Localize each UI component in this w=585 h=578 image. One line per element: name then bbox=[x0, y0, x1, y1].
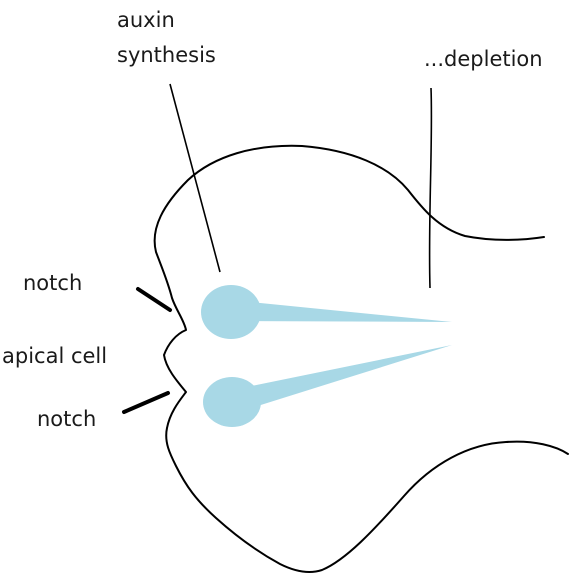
auxin-tail-lower bbox=[232, 345, 452, 414]
label-notch-bottom: notch bbox=[37, 405, 96, 433]
label-notch-top: notch bbox=[23, 269, 82, 297]
auxin-gradient-lower bbox=[203, 345, 452, 427]
label-depletion: ...depletion bbox=[424, 45, 543, 73]
notch-top-pointer bbox=[138, 289, 170, 310]
auxin-bulb-upper bbox=[201, 285, 261, 339]
synthesis-pointer-line bbox=[170, 84, 220, 272]
notch-bottom-pointer bbox=[124, 393, 168, 412]
label-apical-cell: apical cell bbox=[2, 342, 107, 370]
auxin-tail-upper bbox=[230, 300, 452, 322]
gametophyte-outline bbox=[155, 146, 568, 572]
label-auxin: auxin bbox=[117, 6, 175, 34]
label-synthesis: synthesis bbox=[117, 41, 216, 69]
depletion-pointer-line bbox=[430, 88, 432, 288]
auxin-bulb-lower bbox=[203, 377, 261, 427]
auxin-gradient-upper bbox=[201, 285, 452, 339]
